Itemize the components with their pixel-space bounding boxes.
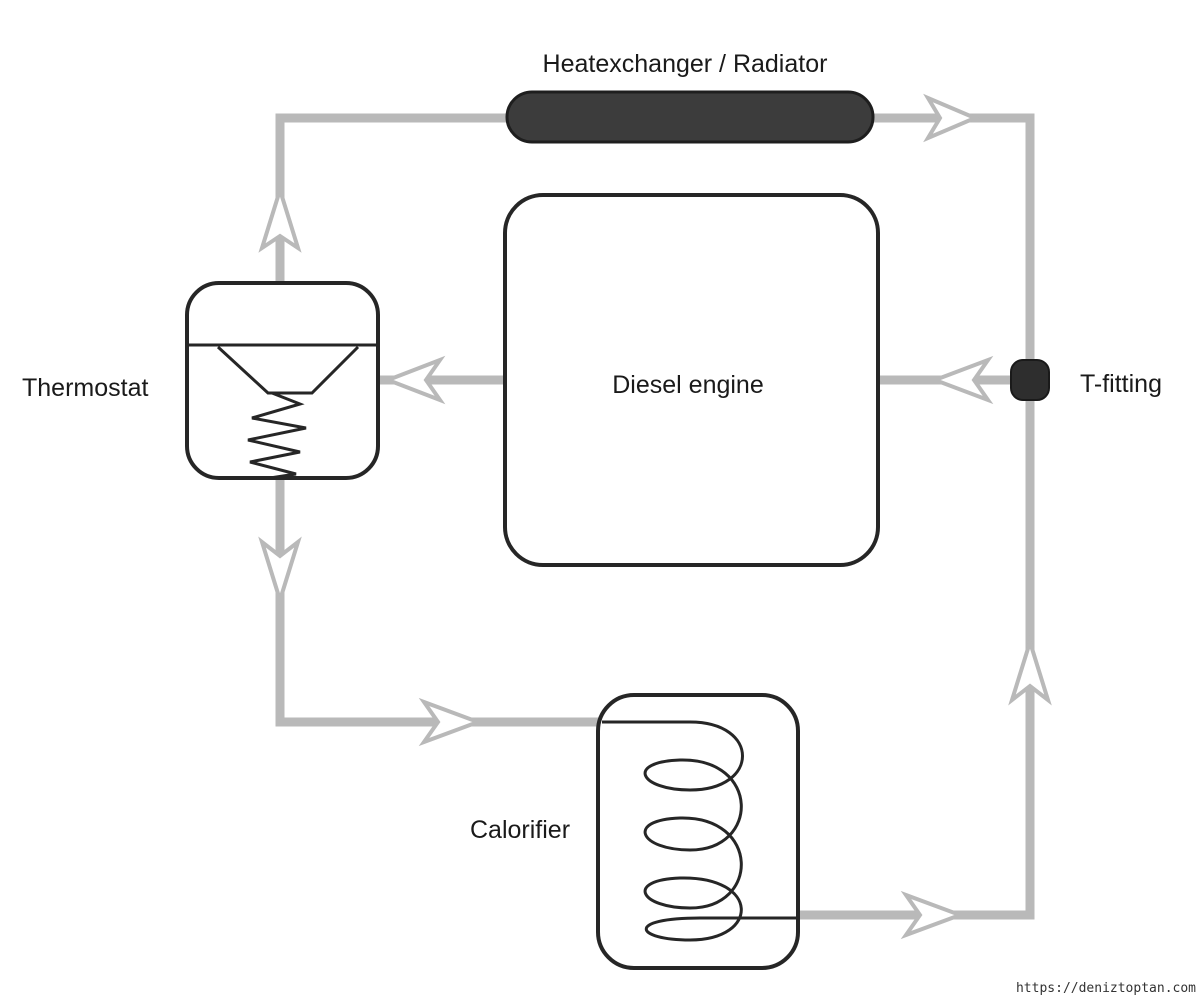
t-fitting-block bbox=[1010, 359, 1050, 401]
watermark: https://deniztoptan.com bbox=[1015, 981, 1196, 996]
radiator-body bbox=[505, 90, 875, 144]
t-fitting: T-fitting bbox=[1010, 359, 1162, 401]
radiator: Heatexchanger / Radiator bbox=[505, 50, 875, 144]
thermostat-label: Thermostat bbox=[22, 374, 148, 402]
arrow-up-left bbox=[258, 183, 302, 253]
calorifier-tank bbox=[596, 693, 800, 970]
radiator-label: Heatexchanger / Radiator bbox=[543, 50, 828, 78]
arrow-right-top bbox=[923, 93, 981, 143]
calorifier-label: Calorifier bbox=[470, 816, 570, 844]
thermostat-valve-cone bbox=[216, 345, 360, 395]
thermostat: Thermostat bbox=[22, 281, 380, 480]
arrow-left-thermostat bbox=[382, 355, 446, 405]
thermostat-spring-icon bbox=[247, 391, 307, 480]
calorifier-coil-icon bbox=[602, 720, 796, 942]
arrow-right-calorifier bbox=[418, 697, 484, 747]
arrow-up-right bbox=[1008, 635, 1052, 706]
engine-block bbox=[503, 193, 880, 567]
t-fitting-label: T-fitting bbox=[1080, 370, 1162, 398]
diesel-engine: Diesel engine bbox=[503, 193, 880, 567]
arrow-right-bottom bbox=[900, 890, 966, 940]
flow-arrows bbox=[258, 93, 1052, 940]
calorifier: Calorifier bbox=[470, 693, 800, 970]
thermostat-housing bbox=[185, 281, 380, 480]
pipe-right bbox=[798, 400, 1035, 920]
arrow-left-engine bbox=[929, 355, 994, 405]
arrow-down-left bbox=[258, 536, 302, 607]
engine-label: Diesel engine bbox=[612, 371, 764, 399]
